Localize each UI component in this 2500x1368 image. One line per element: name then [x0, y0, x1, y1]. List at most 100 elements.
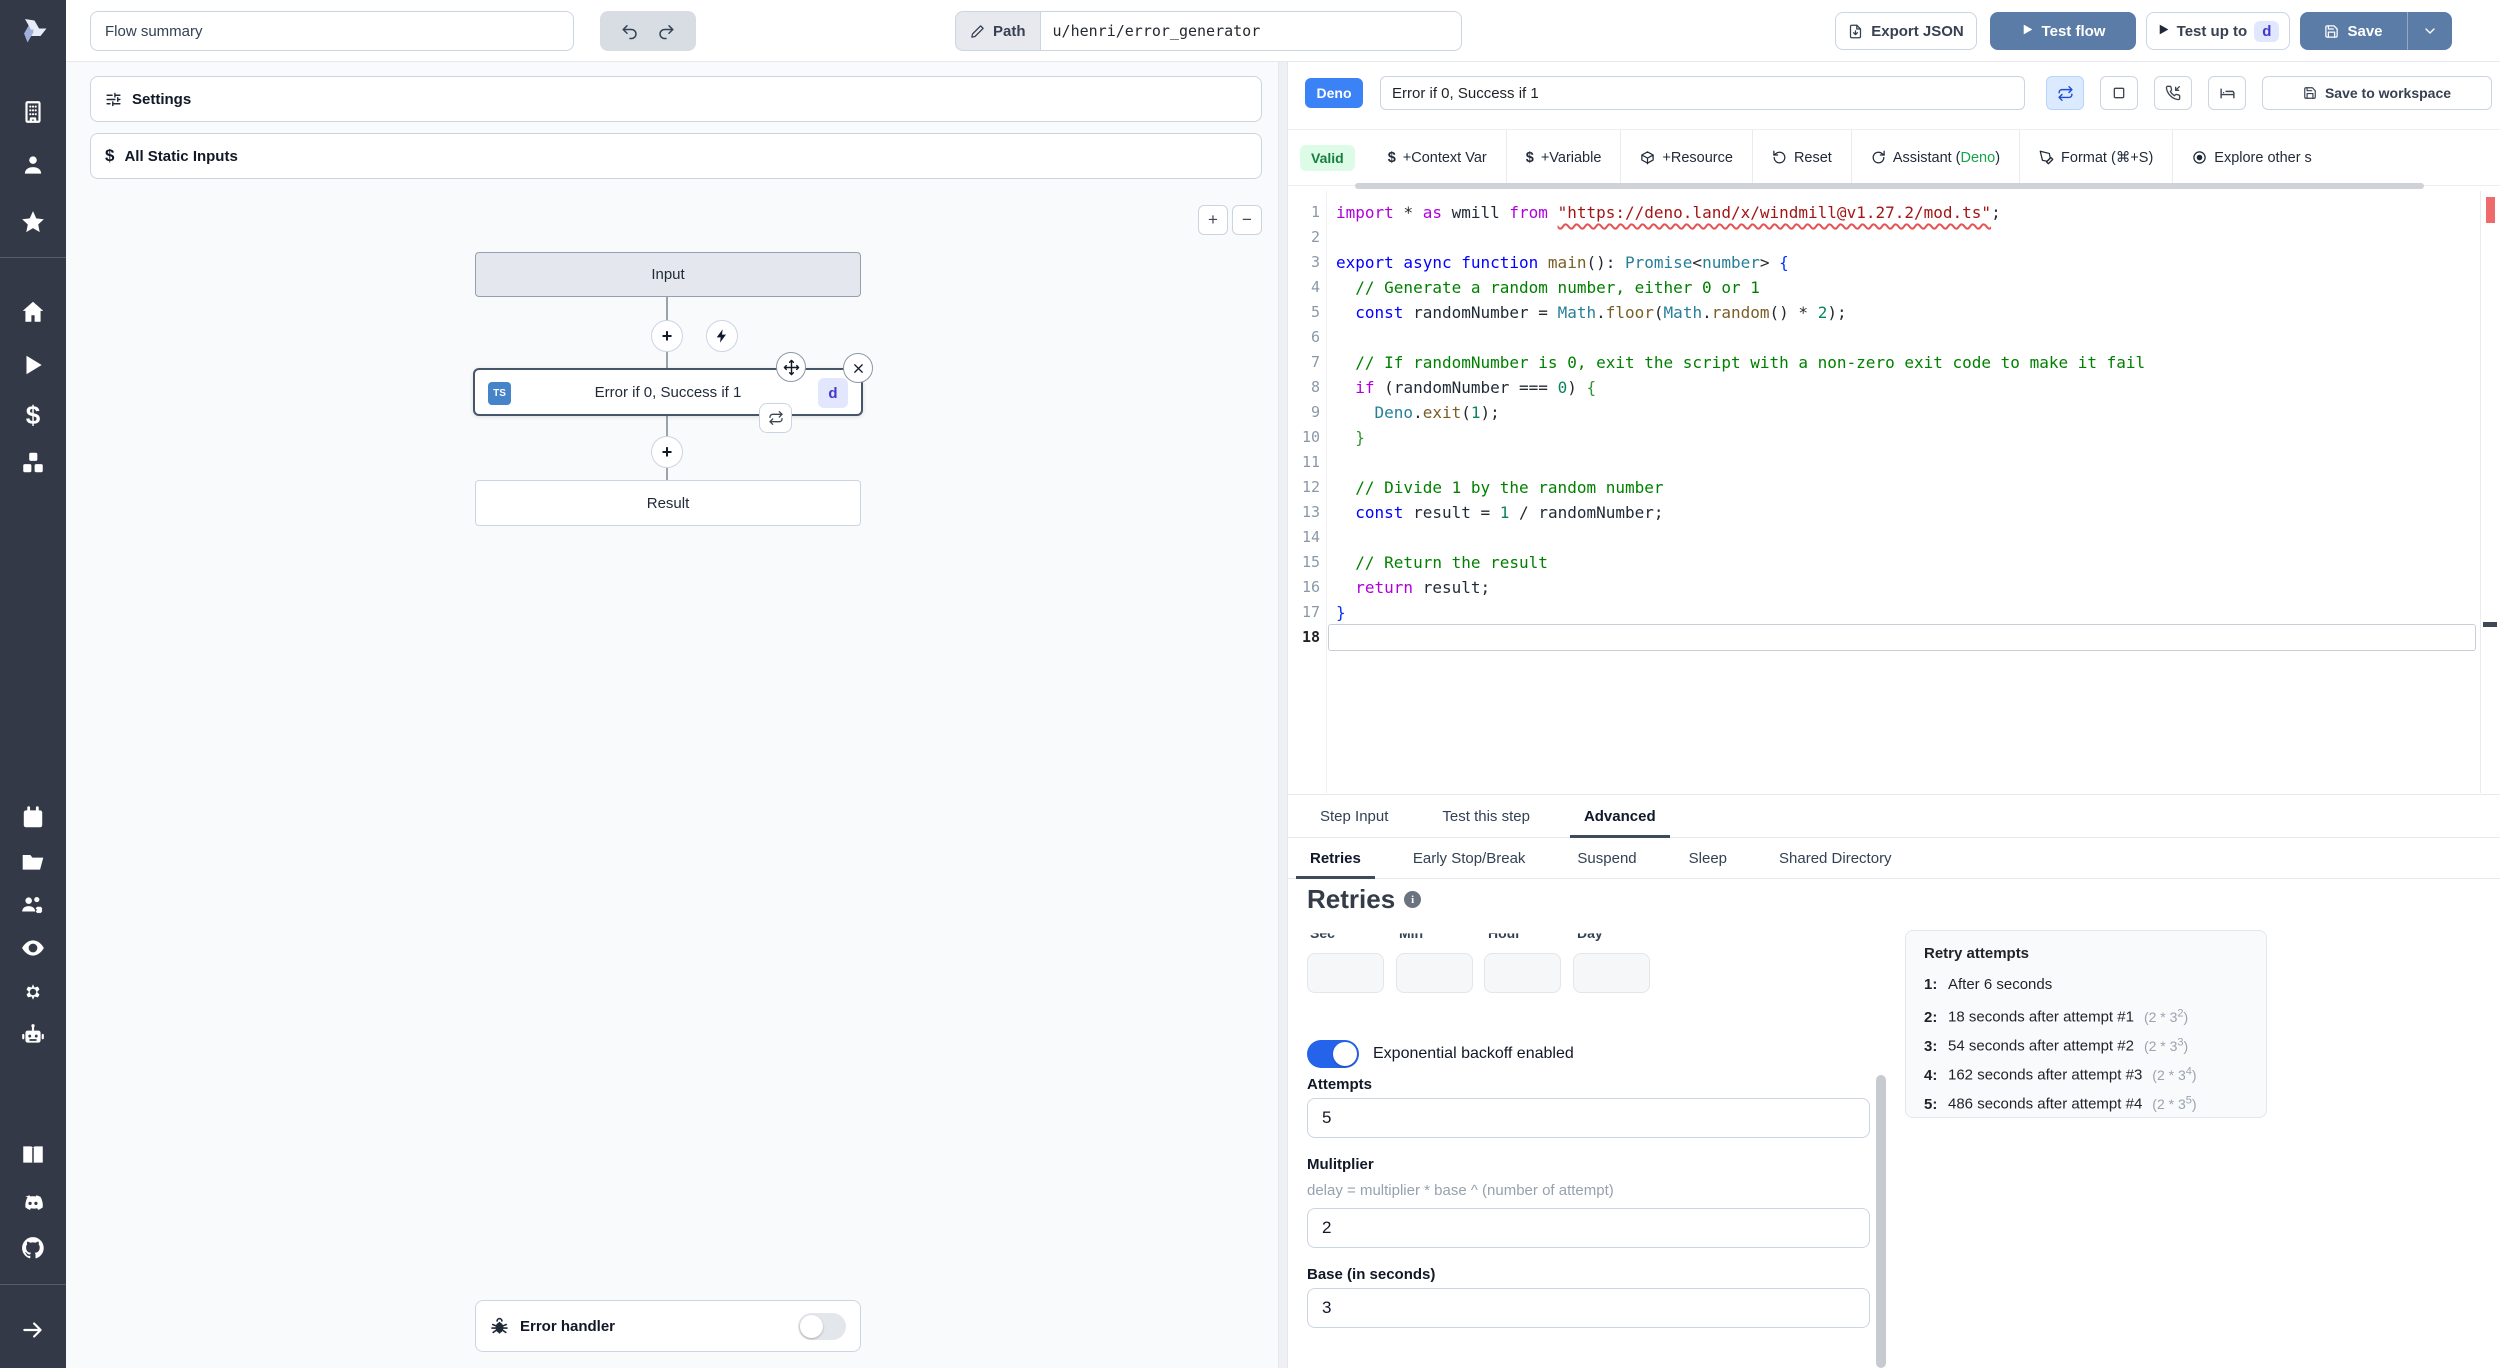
test-up-to-button[interactable]: Test up to d: [2146, 12, 2290, 50]
cursor-marker: [2483, 622, 2497, 627]
github-icon[interactable]: [20, 1235, 46, 1261]
assistant-button[interactable]: Assistant (Deno): [1850, 130, 2019, 185]
retry-attempt-row: 5:486 seconds after attempt #4(2 * 35): [1924, 1094, 2197, 1113]
tab-advanced[interactable]: Advanced: [1569, 795, 1670, 838]
insert-step-button[interactable]: +: [651, 436, 683, 468]
test-flow-button[interactable]: Test flow: [1990, 12, 2136, 50]
tab-early-stop-break[interactable]: Early Stop/Break: [1412, 850, 1526, 867]
resources-cubes-icon[interactable]: [20, 450, 46, 476]
retry-attempt-row: 4:162 seconds after attempt #3(2 * 34): [1924, 1065, 2197, 1084]
step-id-badge: d: [818, 378, 848, 408]
flow-input-node[interactable]: Input: [475, 252, 861, 297]
reset-button[interactable]: Reset: [1751, 130, 1851, 185]
move-step-handle[interactable]: [776, 352, 806, 382]
save-floppy-icon: [2303, 86, 2317, 100]
info-icon[interactable]: i: [1404, 891, 1422, 908]
variables-dollar-icon[interactable]: $: [25, 400, 41, 430]
flow-settings-row[interactable]: Settings: [90, 76, 1262, 122]
multiplier-label: Mulitplier: [1307, 1156, 1374, 1173]
tab-suspend[interactable]: Suspend: [1577, 850, 1637, 867]
advanced-subtabs: Retries Early Stop/Break Suspend Sleep Share…: [1288, 839, 2500, 879]
audit-eye-icon[interactable]: [20, 935, 46, 961]
error-handler-label: Error handler: [520, 1317, 616, 1335]
insert-step-button[interactable]: +: [651, 320, 683, 352]
export-file-icon: [1848, 24, 1863, 39]
retry-min-input[interactable]: [1396, 953, 1473, 993]
save-button[interactable]: Save: [2300, 23, 2407, 40]
tab-sleep[interactable]: Sleep: [1688, 850, 1728, 867]
path-input[interactable]: [1040, 11, 1462, 51]
flow-static-inputs-row[interactable]: $ All Static Inputs: [90, 133, 1262, 179]
undo-icon[interactable]: [621, 22, 639, 40]
early-stop-shortcut-button[interactable]: [2100, 76, 2138, 110]
code-line: 6: [1310, 328, 1320, 346]
redo-icon[interactable]: [657, 22, 675, 40]
error-handler-row[interactable]: Error handler: [475, 1300, 861, 1352]
settings-gear-icon[interactable]: [20, 979, 46, 1005]
workspace-building-icon[interactable]: [20, 99, 46, 125]
path-label-segment[interactable]: Path: [955, 11, 1041, 51]
flow-summary-input[interactable]: [90, 11, 574, 51]
tab-shared-directory[interactable]: Shared Directory: [1779, 850, 1892, 867]
sleep-shortcut-button[interactable]: [2208, 76, 2246, 110]
retry-day-input[interactable]: [1573, 953, 1650, 993]
add-variable-button[interactable]: $ +Variable: [1505, 130, 1621, 185]
docs-book-icon[interactable]: [20, 1142, 46, 1168]
add-context-var-button[interactable]: $ +Context Var: [1387, 149, 1487, 166]
discord-icon[interactable]: [20, 1190, 46, 1216]
backoff-label: Exponential backoff enabled: [1373, 1045, 1574, 1062]
attempts-input[interactable]: [1307, 1098, 1870, 1138]
canvas-zoom-out-button[interactable]: −: [1232, 205, 1262, 235]
editor-scroll-strip[interactable]: [1355, 183, 2424, 189]
step-name-input[interactable]: [1380, 76, 2025, 110]
app-sidebar: $: [0, 0, 66, 1368]
base-input[interactable]: [1307, 1288, 1870, 1328]
runs-play-icon[interactable]: [20, 352, 46, 378]
explore-scripts-button[interactable]: Explore other s: [2172, 130, 2331, 185]
error-handler-toggle[interactable]: [798, 1312, 846, 1340]
code-line: 17}: [1301, 603, 1346, 622]
trigger-bolt-button[interactable]: [706, 320, 738, 352]
format-button[interactable]: Format (⌘+S): [2019, 130, 2172, 185]
retries-shortcut-button[interactable]: [2046, 76, 2084, 110]
flow-step-node-selected[interactable]: TS Error if 0, Success if 1 d: [473, 368, 863, 416]
flow-result-node[interactable]: Result: [475, 480, 861, 526]
save-to-workspace-button[interactable]: Save to workspace: [2262, 76, 2492, 110]
retry-attempts-title: Retry attempts: [1924, 945, 2030, 962]
rotate-ccw-icon: [1772, 150, 1787, 165]
delete-step-button[interactable]: [843, 353, 873, 383]
collapse-arrow-right-icon[interactable]: [20, 1317, 46, 1343]
save-options-chevron[interactable]: [2408, 23, 2452, 39]
export-json-button[interactable]: Export JSON: [1835, 12, 1977, 50]
exponential-backoff-row: Exponential backoff enabled: [1307, 1040, 1574, 1068]
folders-icon[interactable]: [20, 849, 46, 875]
workers-robot-icon[interactable]: [20, 1022, 46, 1048]
code-line: 4 // Generate a random number, either 0 …: [1310, 278, 1760, 297]
code-line: 8 if (randomNumber === 0) {: [1310, 378, 1597, 397]
retry-attempt-row: 1:After 6 seconds: [1924, 976, 2053, 993]
retry-sec-input[interactable]: [1307, 953, 1384, 993]
suspend-shortcut-button[interactable]: [2154, 76, 2192, 110]
tab-test-this-step[interactable]: Test this step: [1442, 807, 1530, 825]
step-retry-indicator-button[interactable]: [759, 403, 792, 433]
canvas-zoom-in-button[interactable]: +: [1198, 205, 1228, 235]
user-icon[interactable]: [20, 152, 46, 178]
retry-hour-input[interactable]: [1484, 953, 1561, 993]
groups-users-icon[interactable]: [20, 892, 46, 918]
time-unit-label: Day: [1577, 925, 1603, 941]
schedules-calendar-icon[interactable]: [20, 805, 46, 831]
windmill-logo-icon[interactable]: [15, 12, 51, 48]
pencil-icon: [970, 24, 985, 39]
home-icon[interactable]: [20, 299, 46, 325]
backoff-toggle[interactable]: [1307, 1040, 1359, 1068]
retries-scrollbar[interactable]: [1876, 1075, 1886, 1368]
add-resource-button[interactable]: +Resource: [1620, 130, 1752, 185]
tab-step-input[interactable]: Step Input: [1320, 807, 1389, 825]
tab-retries[interactable]: Retries: [1296, 839, 1375, 879]
multiplier-input[interactable]: [1307, 1208, 1870, 1248]
favorites-star-icon[interactable]: [20, 209, 46, 235]
panel-divider[interactable]: [1278, 62, 1288, 1368]
